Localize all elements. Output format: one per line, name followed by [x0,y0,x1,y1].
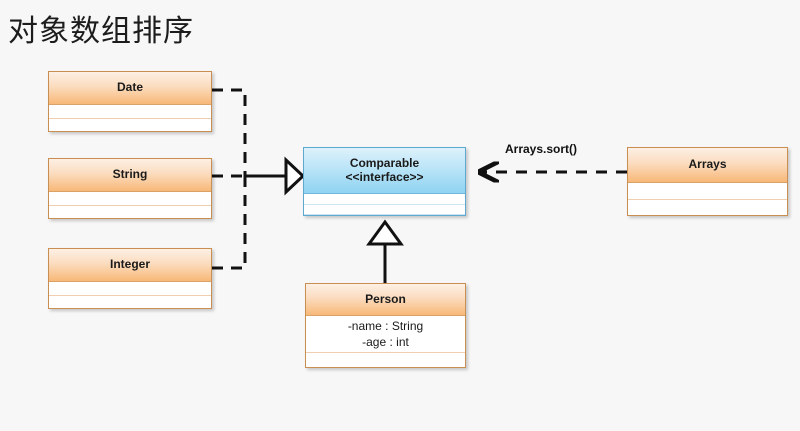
class-attributes-person: -name : String -age : int [306,316,465,353]
connector-date-comparable [212,88,247,176]
class-name-arrays: Arrays [628,148,787,183]
class-operations-date [49,118,211,131]
uml-class-integer[interactable]: Integer [48,248,212,309]
interface-operations-comparable [304,204,465,215]
class-name-integer: Integer [49,249,211,283]
class-attributes-integer [49,282,211,296]
class-attributes-string [49,192,211,206]
uml-class-string[interactable]: String [48,158,212,219]
interface-attributes-comparable [304,194,465,205]
uml-class-date[interactable]: Date [48,71,212,132]
class-operations-person [306,353,465,367]
page-title: 对象数组排序 [8,14,194,49]
class-name-date: Date [49,72,211,106]
class-operations-string [49,205,211,218]
class-name-string: String [49,159,211,193]
connector-person-comparable [366,219,404,283]
interface-stereotype-comparable: <<interface>> [345,169,424,184]
class-attributes-date [49,105,211,119]
edge-label-arrays-sort: Arrays.sort() [505,142,578,156]
interface-header-comparable: Comparable <<interface>> [304,148,465,195]
class-name-person: Person [306,284,465,316]
uml-class-person[interactable]: Person -name : String -age : int [305,283,466,368]
class-operations-integer [49,295,211,308]
uml-interface-comparable[interactable]: Comparable <<interface>> [303,147,466,216]
class-attributes-arrays [628,183,787,200]
connector-integer-comparable [212,176,247,270]
interface-name-comparable: Comparable [349,155,420,170]
uml-class-arrays[interactable]: Arrays [627,147,788,216]
realization-arrow-to-comparable [245,156,306,196]
class-operations-arrays [628,199,787,215]
